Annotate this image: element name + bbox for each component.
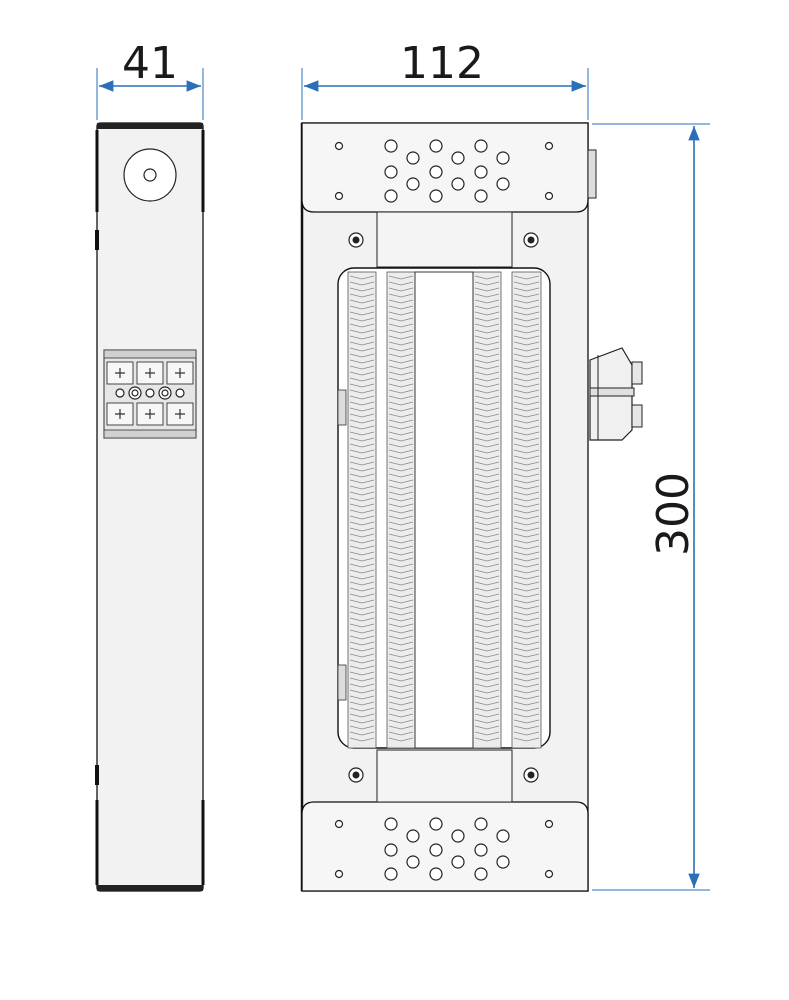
side-width-label: 41: [122, 38, 178, 89]
mounting-hole: [544, 869, 554, 879]
mounting-hole: [334, 869, 344, 879]
fin-column: [472, 271, 502, 749]
dimension-width-side: 41: [96, 38, 204, 120]
vent-hole: [474, 867, 488, 881]
vent-hole: [384, 165, 398, 179]
mounting-hole: [334, 141, 344, 151]
vent-hole: [429, 189, 443, 203]
front-width-label: 112: [400, 38, 484, 89]
center-gap: [414, 271, 474, 749]
height-label: 300: [648, 472, 699, 556]
terminal-block: [103, 349, 197, 439]
bottom-bridge: [376, 749, 513, 803]
side-tab: [587, 149, 597, 199]
mounting-hole: [334, 819, 344, 829]
vent-hole: [406, 177, 420, 191]
vent-hole: [496, 177, 510, 191]
vent-hole: [474, 817, 488, 831]
vent-hole: [429, 843, 443, 857]
vent-hole: [474, 843, 488, 857]
vent-hole: [429, 817, 443, 831]
vent-hole: [451, 177, 465, 191]
vent-hole: [429, 165, 443, 179]
vent-hole: [451, 829, 465, 843]
fin-column: [511, 271, 542, 749]
vent-hole: [496, 151, 510, 165]
vent-hole: [384, 189, 398, 203]
vent-hole: [474, 139, 488, 153]
vent-hole: [496, 855, 510, 869]
mounting-hole: [544, 141, 554, 151]
top-mounting-plate: [301, 122, 589, 213]
vent-hole: [406, 855, 420, 869]
vent-hole: [384, 867, 398, 881]
vent-hole: [429, 139, 443, 153]
vent-hole: [429, 867, 443, 881]
fin-column: [347, 271, 377, 749]
vent-hole: [384, 817, 398, 831]
side-view-top-band: [97, 123, 203, 129]
vent-hole: [451, 151, 465, 165]
dimension-width-front: 112: [301, 38, 589, 120]
mounting-hole: [334, 191, 344, 201]
vent-hole: [474, 189, 488, 203]
bottom-mounting-plate: [301, 801, 589, 892]
vent-hole: [384, 843, 398, 857]
heating-fins: [347, 271, 542, 749]
vent-hole: [406, 829, 420, 843]
vent-hole: [384, 139, 398, 153]
vent-hole: [451, 855, 465, 869]
vent-hole: [474, 165, 488, 179]
fin-column: [386, 271, 416, 749]
side-view-body: [96, 122, 204, 892]
side-view-bottom-band: [97, 885, 203, 891]
top-bridge: [376, 211, 513, 268]
side-fitting-inner: [143, 168, 157, 182]
mounting-hole: [544, 819, 554, 829]
side-connector: [589, 347, 643, 441]
dimension-height: 300: [592, 123, 710, 891]
vent-hole: [406, 151, 420, 165]
vent-hole: [496, 829, 510, 843]
front-view: [300, 122, 643, 892]
side-view: [95, 122, 205, 892]
mounting-hole: [544, 191, 554, 201]
